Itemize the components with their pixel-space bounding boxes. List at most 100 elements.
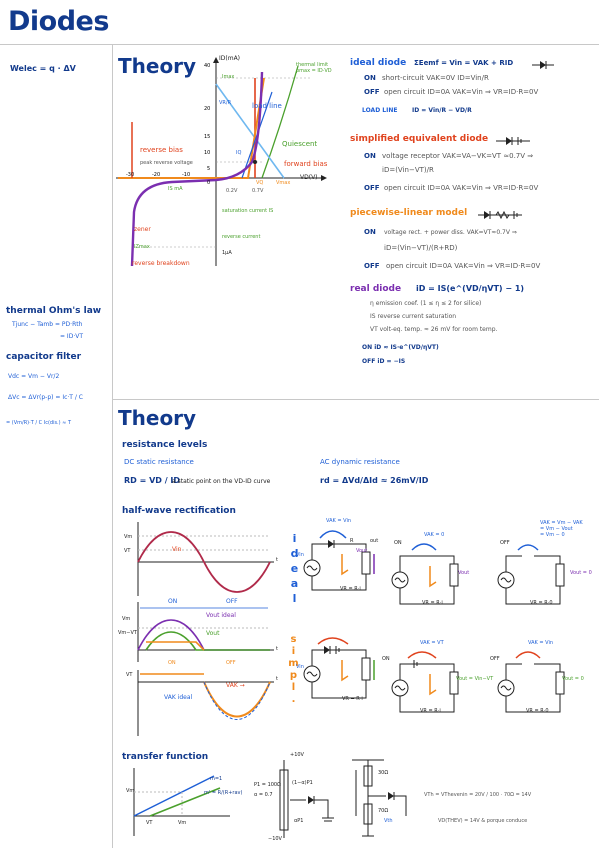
top-rule	[0, 44, 599, 45]
load-line-label: LOAD LINE	[362, 107, 398, 114]
svg-text:-20: -20	[152, 172, 160, 178]
c2-on: ON	[394, 540, 402, 546]
transfer-function-graph	[133, 768, 230, 836]
wave3-t: t	[276, 676, 278, 682]
ideal-vertical-label: ideal	[288, 532, 301, 607]
c2-vout: Vout	[458, 570, 470, 576]
middle-rule	[112, 399, 599, 400]
graph-izmax: IZmax	[134, 244, 150, 250]
divider-circuit	[352, 759, 407, 837]
graph-reverse-breakdown: reverse breakdown	[132, 260, 190, 267]
graph-v02: 0.2V	[226, 188, 238, 194]
svg-text:0: 0	[207, 180, 210, 186]
ideal-title: ideal diode	[350, 58, 407, 68]
svg-text:5: 5	[207, 166, 210, 172]
pot-alpha: α = 0.7	[254, 792, 273, 798]
graph-iq: IQ	[236, 150, 242, 156]
circuit-ideal-on	[391, 543, 459, 605]
wave-on: ON	[168, 598, 178, 605]
wave2-on: ON	[168, 660, 176, 666]
real-off: OFF iD = −IS	[362, 358, 406, 365]
graph-load-line: load line	[252, 102, 282, 110]
wave1-vin: Vin	[172, 546, 182, 553]
piecewise-on-label: ON	[364, 228, 376, 236]
pot-bottom: αP1	[294, 818, 304, 824]
svg-text:15: 15	[204, 134, 210, 140]
simplified-on-text2: iD=(Vin−VT)/R	[382, 166, 434, 174]
tf-vt: VT	[146, 820, 153, 826]
c2-vr: VR = R·i	[422, 600, 443, 606]
wave2-off: OFF	[226, 660, 236, 666]
circuit-simpl-main	[303, 637, 375, 699]
wave-off: OFF	[226, 598, 238, 605]
graph-reverse-bias: reverse bias	[140, 146, 183, 154]
resistance-levels: resistance levels	[122, 440, 208, 450]
ideal-on-label: ON	[364, 74, 376, 82]
diode-iv-graph: 40 20 15 10 5 0 -30 -20 -10	[116, 57, 327, 267]
ac-title: AC dynamic resistance	[320, 458, 400, 466]
div-bottom: 70Ω	[378, 808, 389, 814]
wave2-vm-vt: Vm−VT	[118, 630, 137, 636]
real-eq: iD = IS(e^(VD/ηVT) − 1)	[416, 284, 525, 293]
dc-eq: RD = VD / ID	[124, 476, 181, 485]
c3-off: OFF	[500, 540, 510, 546]
graph-forward-bias: forward bias	[284, 160, 328, 168]
simplified-off-text: open circuit ID=0A VAK=Vin ⇒ VR=ID·R=0V	[384, 184, 539, 192]
circuit-ideal-off	[497, 544, 565, 605]
vout-waveform	[137, 602, 274, 662]
theory-heading-2: Theory	[118, 406, 197, 430]
ideal-off-label: OFF	[364, 88, 380, 96]
piecewise-title: piecewise-linear model	[350, 208, 468, 218]
c3-vout0: Vout = 0	[570, 570, 592, 576]
piecewise-line	[118, 77, 265, 179]
c2-vam0: VAK = 0	[424, 532, 445, 538]
piecewise-off-text: open circuit ID=0A VAK=Vin ⇒ VR=ID·R=0V	[386, 262, 541, 270]
svg-text:-30: -30	[126, 172, 134, 178]
load-line	[215, 83, 285, 179]
piecewise-on-text1: voltage rect. + power diss. VAK=VT≈0.7V …	[384, 229, 517, 236]
c4-vin: Vin	[296, 664, 304, 670]
ideal-diode-symbol-icon	[532, 61, 554, 69]
tf-m2: m' = R/(R+rav)	[204, 790, 243, 796]
real-on: ON iD ≈ IS·e^(VD/ηVT)	[362, 344, 439, 351]
simplified-diode-symbol-icon	[496, 137, 530, 145]
tf-vm: Vm	[126, 788, 135, 794]
capacitor-eq1: Vdc = Vm − Vr/2	[8, 373, 60, 380]
c3-vak-note: VAK = Vm − VAK = Vm − Vout = Vm − 0	[540, 520, 583, 538]
c1-r: R	[350, 538, 354, 544]
graph-quiescent: Quiescent	[282, 140, 318, 148]
capacitor-eq3: = (Vm/R)·T / C Ic(dis.) ≈ T	[6, 420, 72, 426]
circuit-simpl-on	[391, 651, 459, 713]
c5-on: ON	[382, 656, 390, 662]
transfer-title: transfer function	[122, 752, 209, 762]
simpl-vertical-label: simpl.	[288, 634, 299, 706]
ideal-eq: ΣEemf = Vin = VAK + RID	[414, 59, 514, 67]
c1-vam: VAK = Vin	[326, 518, 352, 524]
wave3-vt: VT	[126, 672, 133, 678]
capacitor-eq2: ΔVc = ΔVr(p-p) = Ic·T / C	[8, 394, 83, 401]
thermal-eq2: = ID·VT	[60, 333, 84, 340]
wave3-vam: VAK →	[226, 682, 245, 689]
graph-xlabel: VD(V)	[300, 174, 318, 181]
wave2-t: t	[276, 646, 278, 652]
svg-text:-10: -10	[182, 172, 190, 178]
graph-is-label: IS mA	[168, 186, 183, 192]
wave2-vm: Vm	[122, 616, 131, 622]
theory-heading-1: Theory	[118, 54, 197, 78]
graph-v07: 0.7V	[252, 188, 264, 194]
real-note2: IS reverse current saturation	[370, 313, 457, 320]
c5-vout-vt: Vout = Vin−VT	[456, 676, 494, 682]
vertical-rule	[112, 44, 113, 848]
simplified-on-label: ON	[364, 152, 376, 160]
c3-vr0: VR = R·0	[530, 600, 553, 606]
thermal-title: thermal Ohm's law	[6, 306, 102, 316]
thermal-limit-curve	[261, 65, 299, 179]
graph-vq: VQ	[256, 180, 264, 186]
circuit-ideal-main	[303, 530, 375, 591]
real-note1: η emission coef. (1 ≤ η ≤ 2 for silice)	[370, 300, 482, 307]
c1-vout: Vout	[356, 548, 368, 554]
c1-vin: Vin	[296, 552, 304, 558]
load-line-eq: ID = Vin/R − VD/R	[412, 107, 472, 114]
simplified-on-text1: voltage receptor VAK=VA−VK=VT ≈0.7V ⇒	[382, 152, 534, 160]
potentiometer-circuit	[279, 760, 334, 838]
